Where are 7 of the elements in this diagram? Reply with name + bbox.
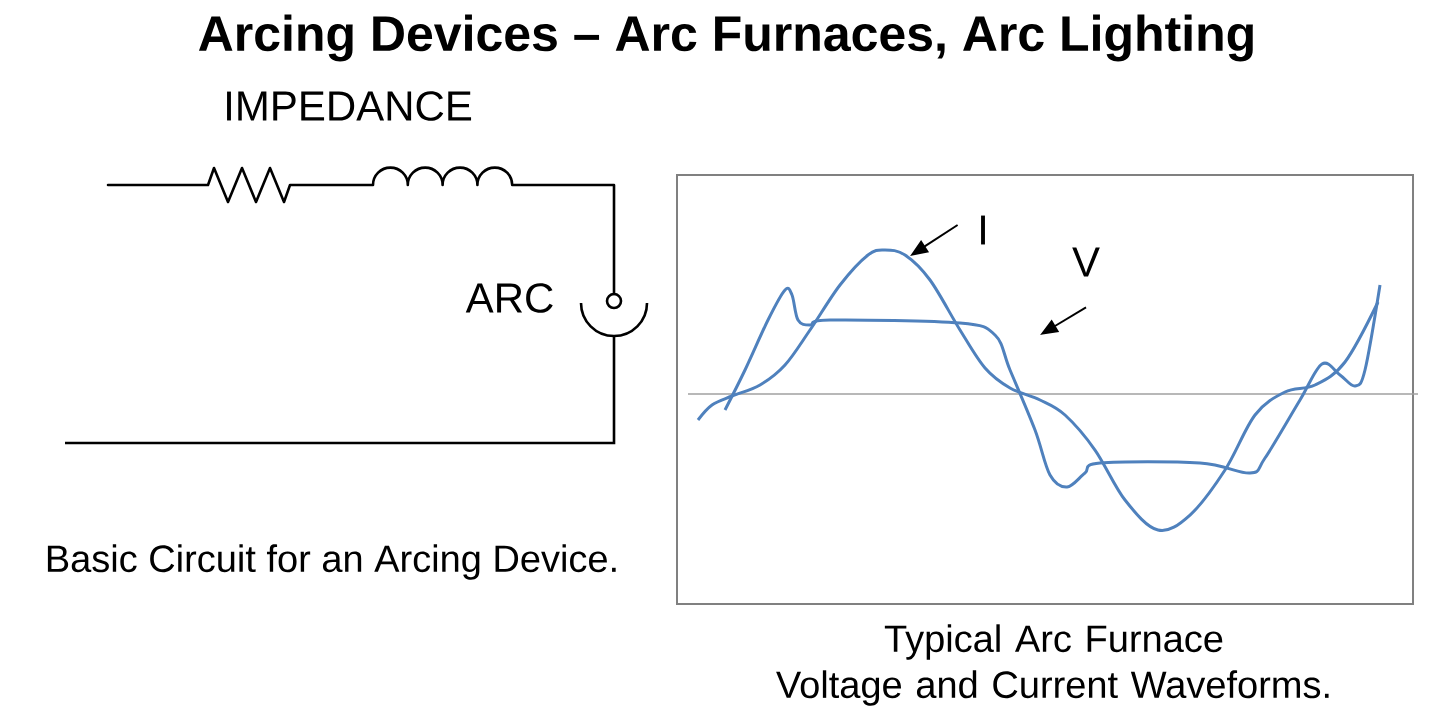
title: Arcing Devices – Arc Furnaces, Arc Lighting (198, 14, 1253, 62)
caption: Typical Arc Furnace Voltage and Current Waveforms. (776, 624, 1329, 706)
component-label: IMPEDANCE (227, 91, 472, 121)
caption: Basic Circuit for an Arcing Device. (47, 544, 616, 580)
component-label: ARC (465, 283, 553, 313)
waveform-label: I (981, 215, 985, 245)
waveform-label: V (1072, 247, 1100, 277)
